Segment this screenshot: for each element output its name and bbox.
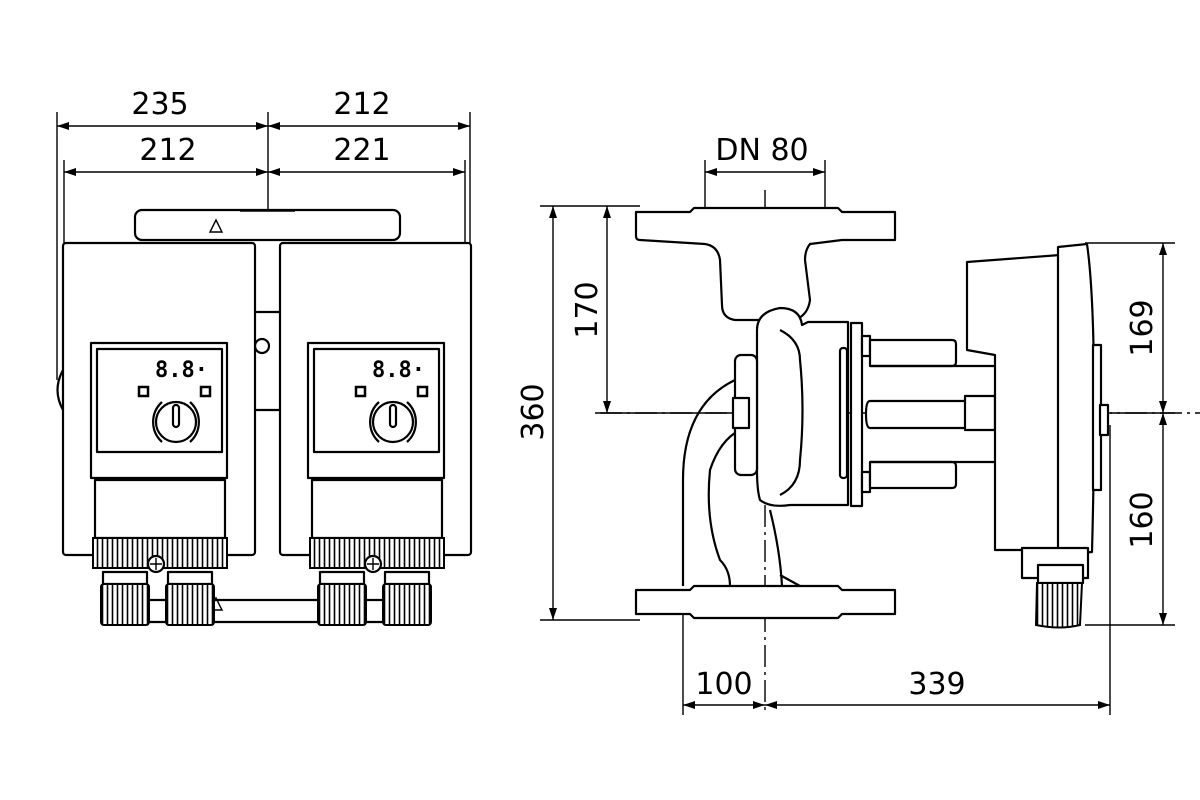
motor-connector <box>251 310 285 412</box>
dimension-top-left: 235 <box>57 87 268 130</box>
control-knob-right[interactable] <box>369 400 417 444</box>
cable-gland <box>100 583 150 626</box>
dim-label-212-top: 212 <box>333 87 390 122</box>
motor-terminal-box <box>965 242 1110 629</box>
led-display-right: 8.8· <box>372 358 425 383</box>
bottom-flange-side <box>634 584 897 620</box>
front-view: 235 212 212 221 8. <box>56 87 473 626</box>
led-display-left: 8.8· <box>155 358 208 383</box>
dimension-top-right: 212 <box>268 87 470 130</box>
dim-label-221: 221 <box>333 133 390 168</box>
control-knob-left[interactable] <box>152 400 200 444</box>
dim-label-235: 235 <box>131 87 188 122</box>
dimension-360: 360 <box>516 206 557 620</box>
dim-label-212-inner: 212 <box>139 133 196 168</box>
top-flange <box>133 208 402 242</box>
dim-label-100: 100 <box>695 667 752 702</box>
indicator-icon <box>354 385 367 398</box>
dimension-inner-right: 221 <box>268 133 465 176</box>
dimension-inner-left: 212 <box>64 133 268 176</box>
dim-label-339: 339 <box>908 667 965 702</box>
dim-label-160: 160 <box>1125 491 1160 548</box>
cable-gland-side <box>1034 582 1084 629</box>
side-view: DN 80 360 170 169 160 100 339 <box>516 133 1200 715</box>
control-module-right: 8.8· <box>306 341 446 626</box>
dim-label-169: 169 <box>1125 299 1160 356</box>
flow-direction-icon <box>208 218 224 233</box>
dimension-169: 169 <box>1125 243 1167 413</box>
dim-label-dn80: DN 80 <box>715 133 808 168</box>
cable-gland <box>317 583 367 626</box>
dimension-dn80: DN 80 <box>705 133 825 176</box>
motor-end-cap <box>1098 403 1110 437</box>
dimension-170: 170 <box>570 206 611 413</box>
dimension-339: 339 <box>765 667 1110 709</box>
control-module-left: 8.8· <box>89 341 229 626</box>
motor-flange <box>849 321 864 508</box>
top-flange-side <box>634 206 897 322</box>
dim-label-360: 360 <box>516 383 551 440</box>
dimension-100: 100 <box>683 667 765 709</box>
indicator-icon <box>137 385 150 398</box>
pump-casing <box>634 206 997 620</box>
cable-gland <box>382 583 432 626</box>
cable-gland <box>165 583 215 626</box>
indicator-icon <box>199 385 212 398</box>
indicator-icon <box>416 385 429 398</box>
dimension-160: 160 <box>1125 413 1167 625</box>
dim-label-170: 170 <box>570 281 605 338</box>
